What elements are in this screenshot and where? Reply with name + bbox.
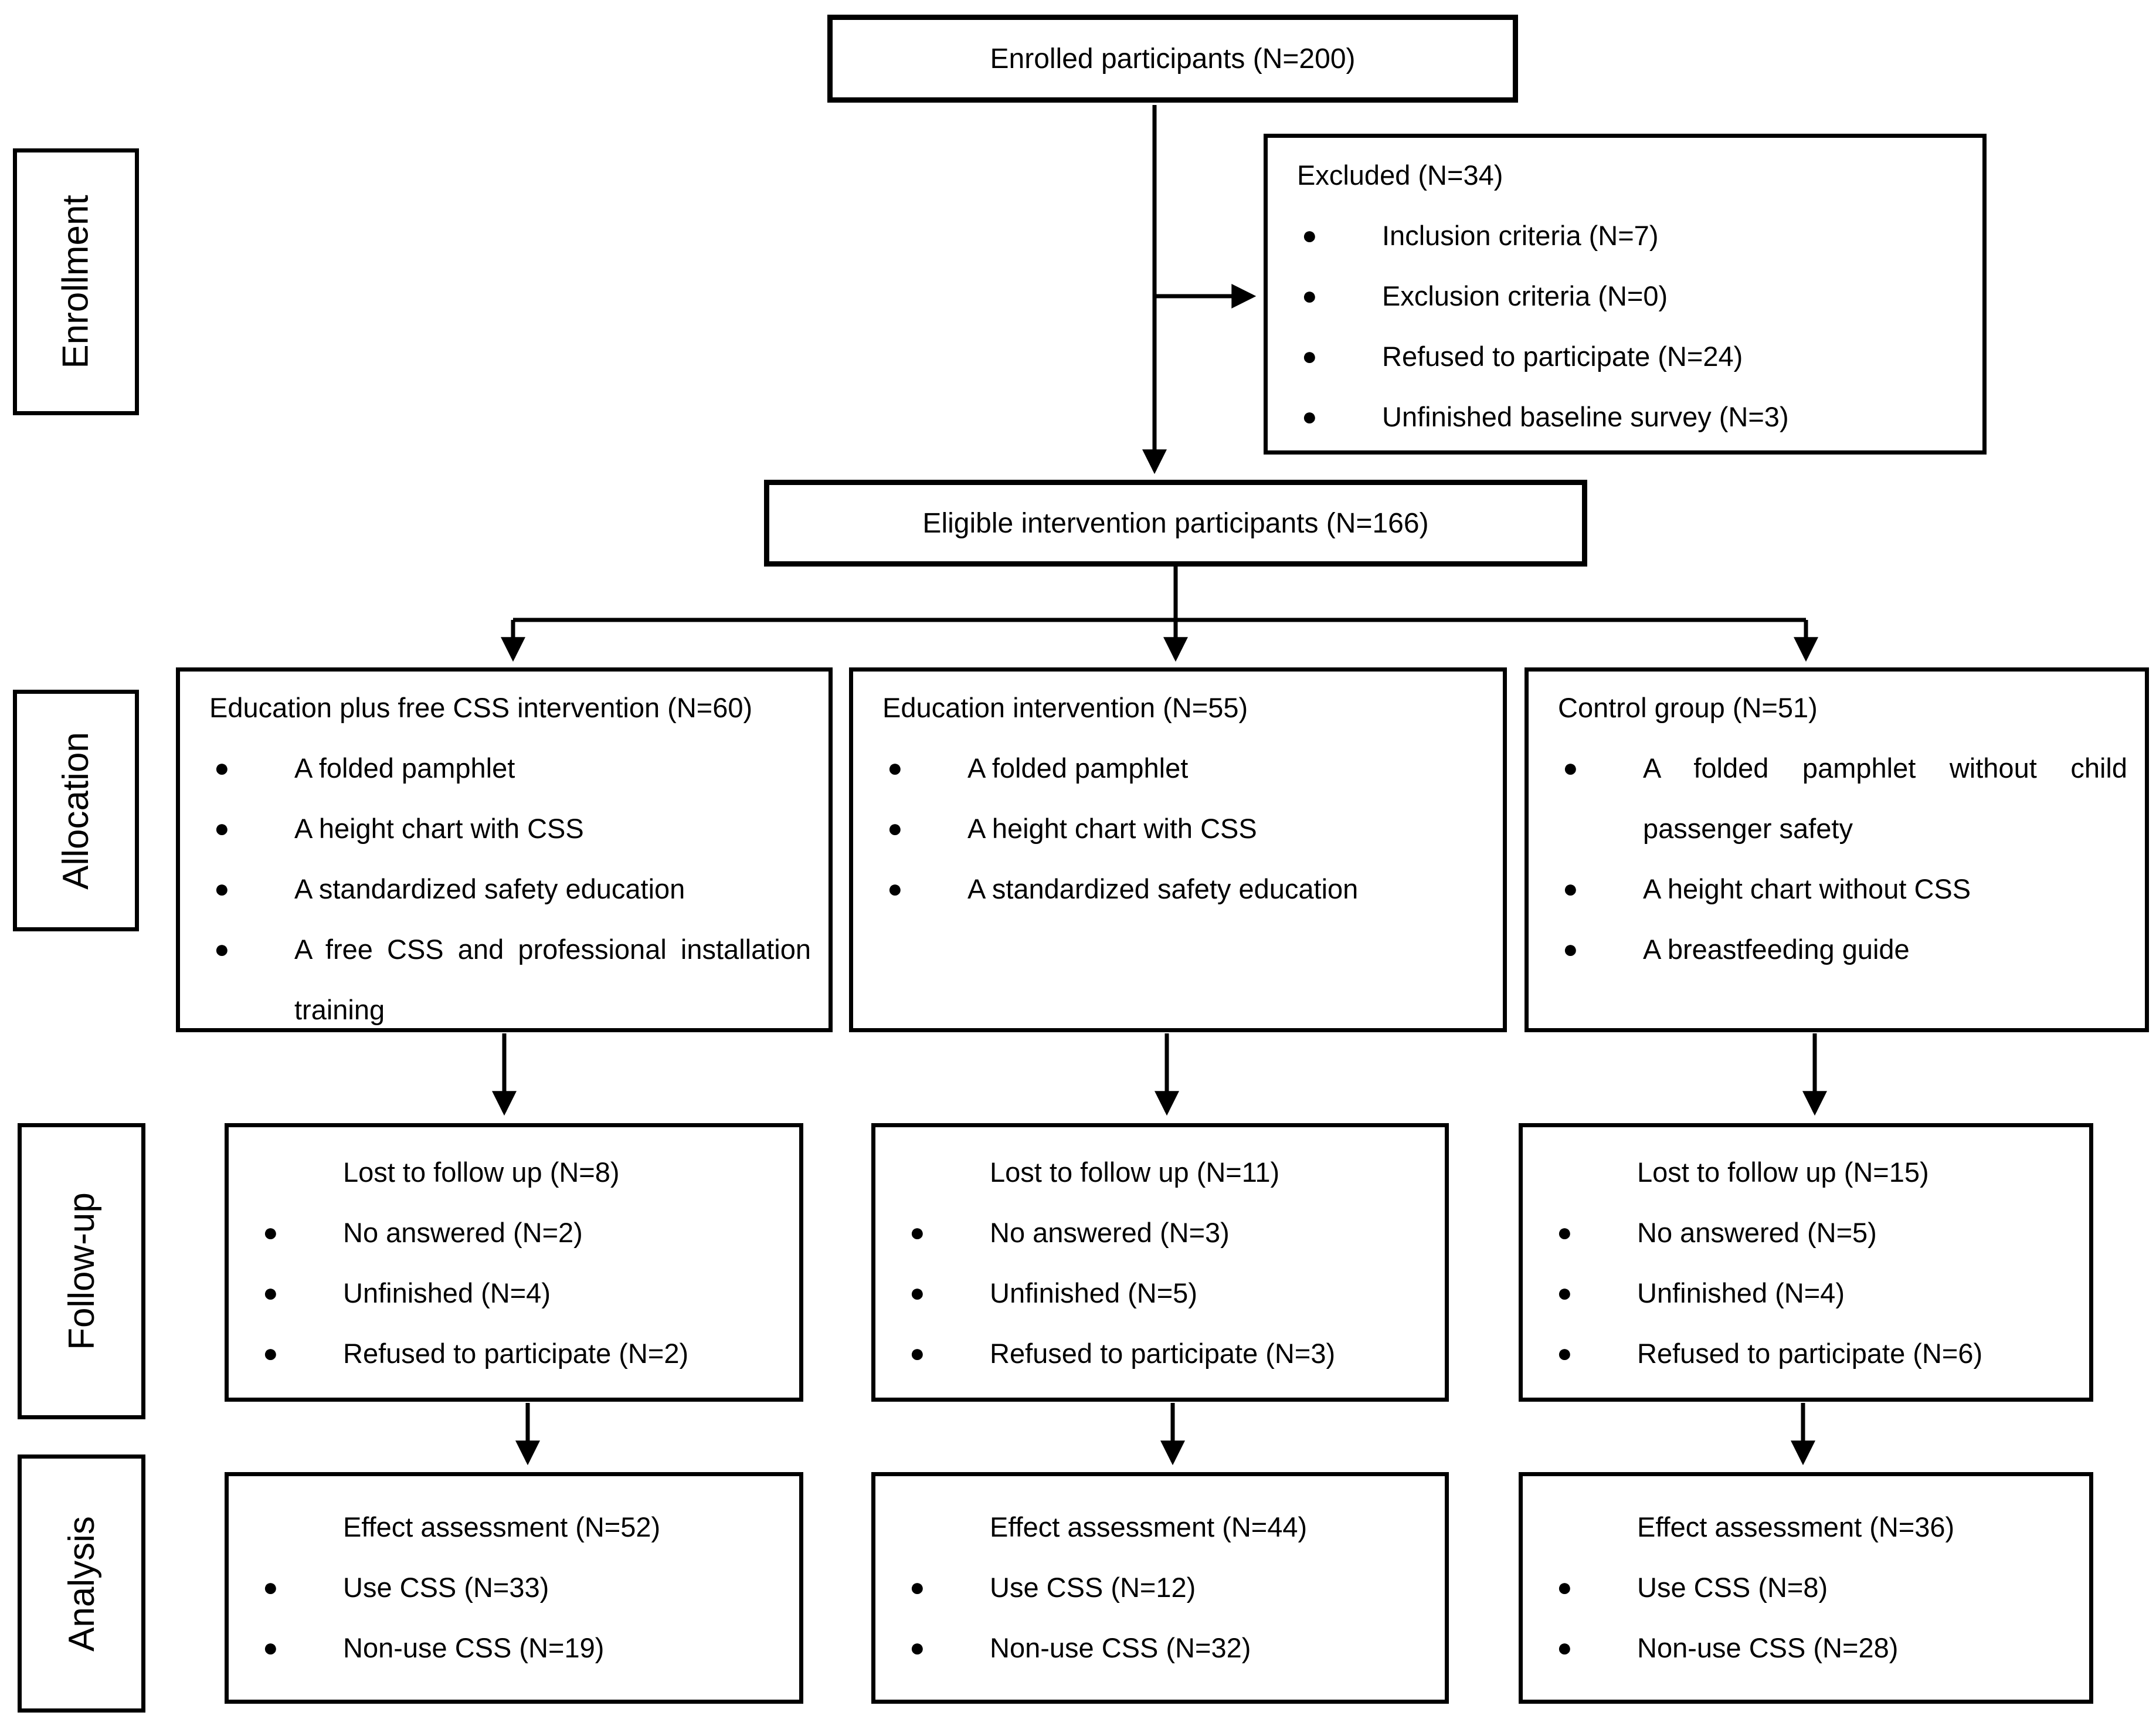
- followup-box-2: Lost to follow up (N=11) No answered (N=…: [871, 1123, 1449, 1402]
- stage-label-text: Enrollment: [56, 195, 97, 369]
- excluded-box: Excluded (N=34) Inclusion criteria (N=7)…: [1264, 134, 1987, 455]
- list-item: Unfinished (N=4): [1523, 1263, 2089, 1323]
- list-item: Unfinished baseline survey (N=3): [1268, 386, 1982, 447]
- list-item: Use CSS (N=33): [229, 1557, 799, 1618]
- list-item: No answered (N=3): [875, 1202, 1445, 1263]
- stage-label-followup: Follow-up: [18, 1123, 145, 1419]
- list-item: No answered (N=2): [229, 1202, 799, 1263]
- list-item: Refused to participate (N=24): [1268, 326, 1982, 386]
- box-title: Education plus free CSS intervention (N=…: [209, 692, 753, 723]
- box-title: Excluded (N=34): [1297, 160, 1503, 191]
- allocation-box-education: Education intervention (N=55) A folded p…: [849, 667, 1507, 1032]
- list-item: A standardized safety education: [853, 859, 1503, 919]
- followup-box-1: Lost to follow up (N=8) No answered (N=2…: [225, 1123, 803, 1402]
- list-item: Unfinished (N=4): [229, 1263, 799, 1323]
- analysis-box-2: Effect assessment (N=44) Use CSS (N=12) …: [871, 1472, 1449, 1704]
- list-item: A folded pamphlet: [180, 738, 829, 798]
- box-title: Effect assessment (N=44): [990, 1511, 1308, 1542]
- list-item: Refused to participate (N=2): [229, 1323, 799, 1384]
- list-item: A folded pamphlet: [853, 738, 1503, 798]
- stage-label-allocation: Allocation: [13, 690, 139, 931]
- list-item: A folded pamphlet without child passenge…: [1529, 738, 2145, 859]
- list-item: Non-use CSS (N=19): [229, 1618, 799, 1678]
- list-item: Non-use CSS (N=28): [1523, 1618, 2089, 1678]
- stage-label-enrollment: Enrollment: [13, 148, 139, 415]
- analysis-box-3: Effect assessment (N=36) Use CSS (N=8) N…: [1519, 1472, 2093, 1704]
- box-title: Control group (N=51): [1558, 692, 1818, 723]
- stage-label-text: Allocation: [56, 731, 97, 890]
- list-item: No answered (N=5): [1523, 1202, 2089, 1263]
- list-item: Unfinished (N=5): [875, 1263, 1445, 1323]
- list-item: Refused to participate (N=3): [875, 1323, 1445, 1384]
- list-item: A breastfeeding guide: [1529, 919, 2145, 979]
- stage-label-text: Follow-up: [61, 1192, 102, 1350]
- followup-box-3: Lost to follow up (N=15) No answered (N=…: [1519, 1123, 2093, 1402]
- stage-label-analysis: Analysis: [18, 1454, 145, 1713]
- allocation-box-control: Control group (N=51) A folded pamphlet w…: [1525, 667, 2149, 1032]
- allocation-box-education-plus-css: Education plus free CSS intervention (N=…: [176, 667, 833, 1032]
- box-title: Effect assessment (N=36): [1637, 1511, 1955, 1542]
- list-item: A height chart with CSS: [853, 798, 1503, 859]
- list-item: A free CSS and professional installation…: [180, 919, 829, 1028]
- box-title: Lost to follow up (N=11): [990, 1157, 1280, 1188]
- list-item: Non-use CSS (N=32): [875, 1618, 1445, 1678]
- box-title: Effect assessment (N=52): [343, 1511, 661, 1542]
- eligible-box: Eligible intervention participants (N=16…: [764, 480, 1587, 567]
- list-item: A height chart without CSS: [1529, 859, 2145, 919]
- list-item: A height chart with CSS: [180, 798, 829, 859]
- list-item: A standardized safety education: [180, 859, 829, 919]
- box-title: Education intervention (N=55): [882, 692, 1248, 723]
- eligible-title: Eligible intervention participants (N=16…: [922, 507, 1429, 539]
- analysis-box-1: Effect assessment (N=52) Use CSS (N=33) …: [225, 1472, 803, 1704]
- list-item: Refused to participate (N=6): [1523, 1323, 2089, 1384]
- list-item: Inclusion criteria (N=7): [1268, 205, 1982, 266]
- enrolled-box: Enrolled participants (N=200): [827, 15, 1518, 103]
- list-item: Exclusion criteria (N=0): [1268, 266, 1982, 326]
- box-title: Lost to follow up (N=8): [343, 1157, 620, 1188]
- stage-label-text: Analysis: [61, 1515, 102, 1652]
- box-title: Lost to follow up (N=15): [1637, 1157, 1929, 1188]
- list-item: Use CSS (N=12): [875, 1557, 1445, 1618]
- list-item: Use CSS (N=8): [1523, 1557, 2089, 1618]
- enrolled-title: Enrolled participants (N=200): [990, 43, 1356, 74]
